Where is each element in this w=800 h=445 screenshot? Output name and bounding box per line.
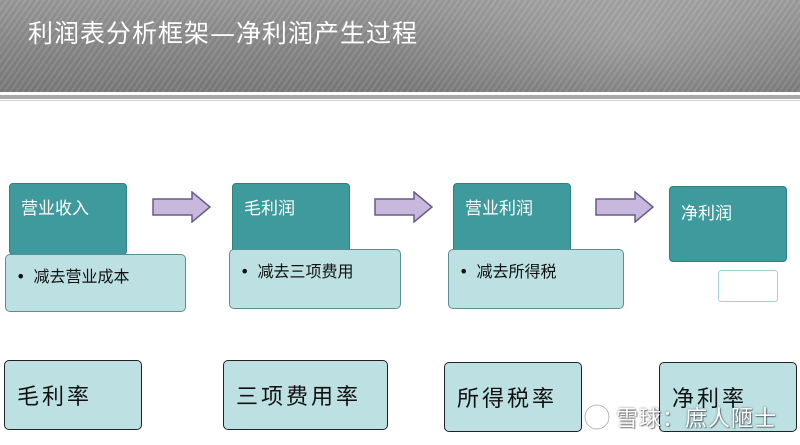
note-minus-tax-text: 减去所得税 xyxy=(476,262,557,281)
ratio-net-margin-text: 净利率 xyxy=(672,387,748,412)
stage-operating-profit-label: 营业利润 xyxy=(465,199,533,219)
note-minus-cost: • 减去营业成本 xyxy=(5,254,186,312)
watermark: 雪球：庶人陋士 xyxy=(582,398,777,436)
stage-gross-profit-label: 毛利润 xyxy=(244,199,295,219)
stage-net-profit-label: 净利润 xyxy=(681,204,732,224)
stage-net-profit: 净利润 xyxy=(669,186,787,262)
arrow-right-icon xyxy=(595,191,655,223)
ratio-gross-margin-text: 毛利率 xyxy=(17,385,93,410)
title-divider xyxy=(0,95,800,99)
ratio-expense-rate: 三项费用率 xyxy=(223,360,388,430)
slide-title: 利润表分析框架—净利润产生过程 xyxy=(28,19,419,48)
title-divider-thin xyxy=(0,100,800,101)
snowball-logo-icon xyxy=(583,403,611,431)
watermark-text: 雪球：庶人陋士 xyxy=(616,407,778,432)
ratio-net-margin: 净利率 xyxy=(659,362,797,432)
bullet-icon: • xyxy=(240,262,250,281)
ratio-tax-rate: 所得税率 xyxy=(444,362,582,432)
ratio-tax-rate-text: 所得税率 xyxy=(457,387,558,412)
arrow-right-icon xyxy=(374,191,434,223)
ratio-gross-margin: 毛利率 xyxy=(4,360,142,430)
title-banner: 利润表分析框架—净利润产生过程 xyxy=(0,0,800,92)
stage-operating-profit: 营业利润 xyxy=(453,183,571,255)
note-minus-cost-text: 减去营业成本 xyxy=(33,267,130,286)
ratio-expense-rate-text: 三项费用率 xyxy=(236,385,362,410)
bullet-icon: • xyxy=(459,262,469,281)
stage-gross-profit: 毛利润 xyxy=(232,183,350,255)
note-minus-tax: • 减去所得税 xyxy=(448,249,624,309)
empty-placeholder-box xyxy=(718,270,778,302)
stage-revenue-label: 营业收入 xyxy=(21,199,89,219)
bullet-icon: • xyxy=(16,267,26,286)
stage-revenue: 营业收入 xyxy=(9,183,127,255)
arrow-right-icon xyxy=(152,191,212,223)
note-minus-expenses-text: 减去三项费用 xyxy=(257,262,354,281)
note-minus-expenses: • 减去三项费用 xyxy=(229,249,401,309)
